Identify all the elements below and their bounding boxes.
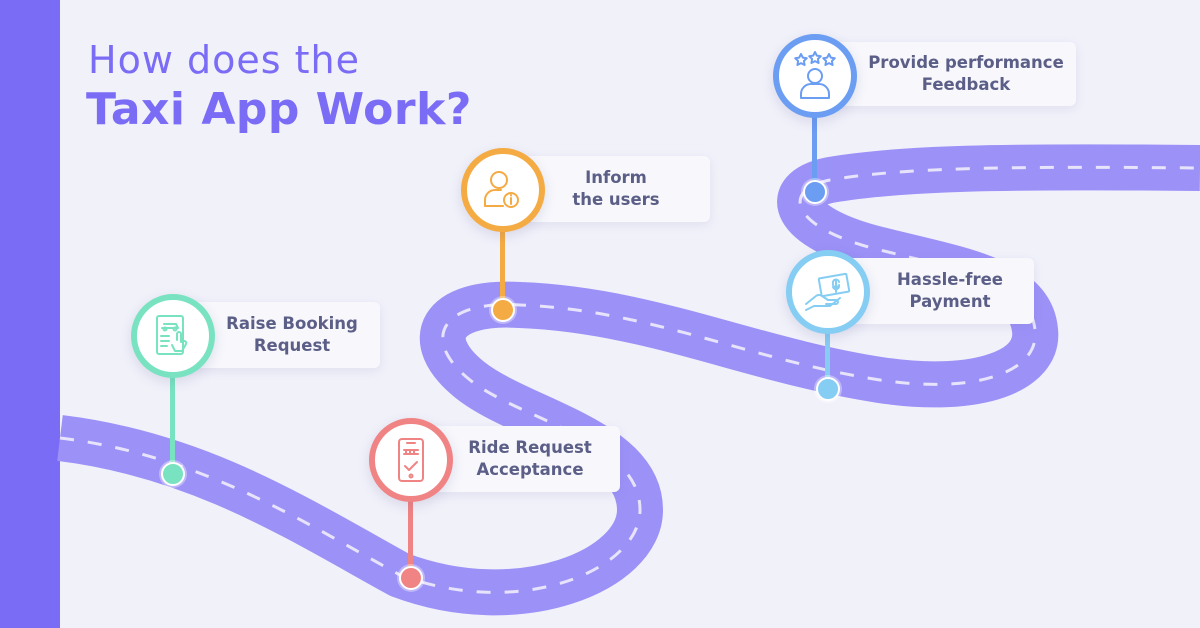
step-label-line2: Payment — [909, 292, 991, 311]
step-pin — [773, 34, 857, 118]
step-stem — [170, 372, 175, 468]
user-info-icon — [484, 171, 519, 208]
road-lane-markings — [59, 165, 1200, 594]
title-line-2: Taxi App Work? — [86, 84, 472, 135]
step-stem — [500, 226, 505, 302]
step-label-line2: the users — [572, 190, 660, 209]
road-marker-dot — [399, 566, 423, 590]
step-label-line1: Raise Booking — [226, 314, 358, 333]
step-label-line1: Ride Request — [468, 438, 592, 457]
hand-cash-icon — [805, 272, 851, 311]
step-label-line1: Hassle-free — [897, 270, 1003, 289]
step-label-line2: Acceptance — [476, 460, 584, 479]
step-pin — [369, 418, 453, 502]
rating-user-icon — [794, 51, 836, 99]
step-label-line1: Inform — [585, 168, 647, 187]
booking-form-icon — [156, 315, 188, 355]
step-label-line1: Provide performance — [868, 53, 1064, 72]
step-label-line2: Feedback — [921, 75, 1011, 94]
phone-taxi-icon — [398, 438, 424, 482]
road-marker-dot — [803, 180, 827, 204]
step-stem — [812, 108, 817, 184]
step-pin — [461, 148, 545, 232]
road-marker-dot — [491, 298, 515, 322]
road-marker-dot — [161, 462, 185, 486]
step-stem — [408, 498, 413, 572]
title-line-1: How does the — [88, 38, 360, 82]
step-pin — [131, 294, 215, 378]
step-label-line2: Request — [253, 336, 331, 355]
left-accent-bar — [0, 0, 60, 628]
road-surface — [57, 144, 1200, 616]
road-marker-dot — [816, 377, 840, 401]
step-pin — [786, 250, 870, 334]
step-stem — [825, 330, 830, 384]
